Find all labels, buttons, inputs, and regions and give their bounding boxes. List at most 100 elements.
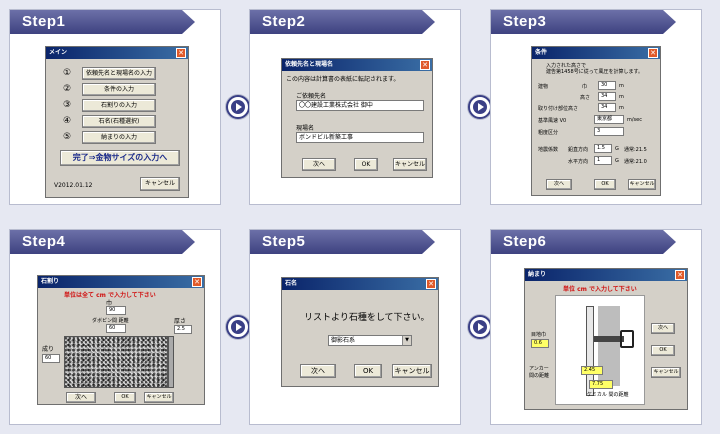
back-label: アンカー 間の距離 (529, 366, 550, 379)
step6-card: Step6 納まり✕ 単位 cm で入力して下さい 目地巾 0.6 アンカー 間… (490, 229, 702, 425)
close-icon[interactable]: ✕ (420, 60, 430, 70)
rough-select[interactable]: 3 (594, 127, 624, 136)
unit: m (619, 83, 624, 89)
chevron-down-icon[interactable]: ▼ (402, 336, 411, 345)
width-field[interactable]: 90 (106, 306, 126, 315)
site-field[interactable]: ボンドビル新築工事 (296, 132, 424, 143)
height-field[interactable]: 60 (42, 354, 60, 363)
close-icon[interactable]: ✕ (176, 48, 186, 58)
ok-button[interactable]: OK (354, 158, 378, 171)
close-icon[interactable]: ✕ (192, 277, 202, 287)
stone-name-window: 石名 ✕ リストより石種をして下さい。 御影石系 ▼ 次へ OK キャンセル (281, 277, 439, 387)
title-bar: 条件 ✕ (532, 47, 660, 59)
quake-v-select[interactable]: 1 (594, 156, 612, 165)
step-label: Step4 (22, 233, 66, 250)
cancel-button[interactable]: キャンセル (144, 392, 174, 403)
dowel-label: ダボピン間 距離 (92, 318, 129, 324)
next-arrow-icon (468, 315, 492, 339)
quake-h-note: 通常:21.5 (624, 147, 647, 153)
next-button[interactable]: 次へ (546, 179, 572, 190)
bottom-label: ケミカル 間の距離 (587, 392, 629, 398)
dowel-field[interactable]: 60 (106, 324, 126, 333)
next-button[interactable]: 次へ (651, 323, 675, 334)
bolt-icon (620, 330, 634, 348)
wind-select[interactable]: 東京都 (594, 115, 624, 124)
quake-label: 地震係数 (538, 147, 559, 153)
next-arrow-icon (226, 95, 250, 119)
title-bar: 納まり ✕ (525, 269, 687, 281)
window-title: 依頼先名と現場名 (285, 61, 334, 68)
mount-height-field[interactable]: 34 (598, 103, 616, 112)
cancel-button[interactable]: キャンセル (651, 367, 681, 378)
step-header: Step6 (491, 230, 676, 254)
prompt-text: リストより石種をして下さい。 (304, 313, 430, 323)
next-button[interactable]: 次へ (66, 392, 96, 403)
ok-button[interactable]: OK (594, 179, 616, 190)
ok-button[interactable]: OK (354, 364, 382, 378)
window-title: 納まり (528, 271, 547, 278)
quake-v-unit: G (615, 158, 619, 164)
cancel-button[interactable]: キャンセル (140, 177, 180, 191)
quake-v-note: 通常:21.0 (624, 159, 647, 165)
cancel-button[interactable]: キャンセル (393, 158, 427, 171)
complete-button[interactable]: 完了⇒金物サイズの入力へ (60, 150, 180, 166)
step-label: Step5 (262, 233, 306, 250)
cancel-button[interactable]: キャンセル (628, 179, 656, 190)
next-button[interactable]: 次へ (300, 364, 336, 378)
step-header: Step3 (491, 10, 676, 34)
width-label: 巾 (106, 300, 113, 307)
site-label: 現場名 (296, 125, 315, 132)
window-title: 石名 (285, 280, 298, 287)
step-header: Step5 (250, 230, 435, 254)
step4-card: Step4 石割り✕ 単位は全て cm で入力して下さい 巾 90 ダボピン間 … (9, 229, 221, 425)
step-header: Step4 (10, 230, 195, 254)
instruction-line: 建告第1458号に従って風圧を計算します。 (546, 69, 643, 75)
instruction-line: 入力された高さで (546, 63, 587, 69)
client-window: 依頼先名と現場名✕ この内容は計算書の表紙に転記されます。 ご依頼先名 〇〇建設… (281, 58, 433, 178)
bottom-field[interactable]: 7.75 (589, 380, 613, 389)
wall-block (598, 306, 620, 386)
step-label: Step1 (22, 13, 66, 30)
quake-h-select[interactable]: 1.5 (594, 144, 612, 153)
stone-name-button[interactable]: 石名(石種選択) (82, 115, 156, 128)
close-icon[interactable]: ✕ (648, 48, 658, 58)
thick-field[interactable]: 2.5 (174, 325, 192, 334)
window-title: 条件 (535, 49, 548, 56)
title-bar: 石名 ✕ (282, 278, 438, 290)
client-label: ご依頼先名 (296, 93, 327, 100)
step-label: Step6 (503, 233, 547, 250)
dist-label: 目地巾 (531, 332, 547, 338)
step-label: Step2 (262, 13, 306, 30)
row-sub: 巾 (582, 84, 588, 90)
item-number: ① (63, 68, 72, 78)
building-width-field[interactable]: 30 (598, 81, 616, 90)
stone-split-button[interactable]: 石割りの入力 (82, 99, 156, 112)
stone-select[interactable]: 御影石系 (328, 335, 412, 346)
next-arrow-icon (468, 95, 492, 119)
back-field[interactable]: 2.45 (581, 366, 603, 375)
close-icon[interactable]: ✕ (426, 279, 436, 289)
client-field[interactable]: 〇〇建設工業株式会社 御中 (296, 100, 424, 111)
rough-label: 粗度区分 (538, 130, 559, 136)
quake-v-label: 水平方向 (568, 159, 589, 165)
window-title: 石割り (41, 278, 60, 285)
fitting-button[interactable]: 納まりの入力 (82, 131, 156, 144)
ok-button[interactable]: OK (114, 392, 136, 403)
ok-button[interactable]: OK (651, 345, 675, 356)
step2-card: Step2 依頼先名と現場名✕ この内容は計算書の表紙に転記されます。 ご依頼先… (249, 9, 461, 205)
step-header: Step1 (10, 10, 195, 34)
row-sub: 高さ (580, 95, 591, 101)
conditions-button[interactable]: 条件の入力 (82, 83, 156, 96)
client-site-button[interactable]: 依頼先名と現場名の入力 (82, 67, 156, 80)
dist-field[interactable]: 0.6 (531, 339, 549, 348)
quake-h-unit: G (615, 146, 619, 152)
version-label: V2012.01.12 (54, 182, 93, 189)
step1-card: Step1 メイン✕ ① 依頼先名と現場名の入力 ② 条件の入力 ③ 石割りの入… (9, 9, 221, 205)
cancel-button[interactable]: キャンセル (392, 364, 432, 378)
step3-card: Step3 条件 ✕ 入力された高さで 建告第1458号に従って風圧を計算します。… (490, 9, 702, 205)
building-height-field[interactable]: 34 (598, 92, 616, 101)
close-icon[interactable]: ✕ (675, 270, 685, 280)
stone-edge (168, 336, 174, 388)
next-button[interactable]: 次へ (302, 158, 336, 171)
stone-split-window: 石割り✕ 単位は全て cm で入力して下さい 巾 90 ダボピン間 距離 60 … (37, 275, 205, 405)
